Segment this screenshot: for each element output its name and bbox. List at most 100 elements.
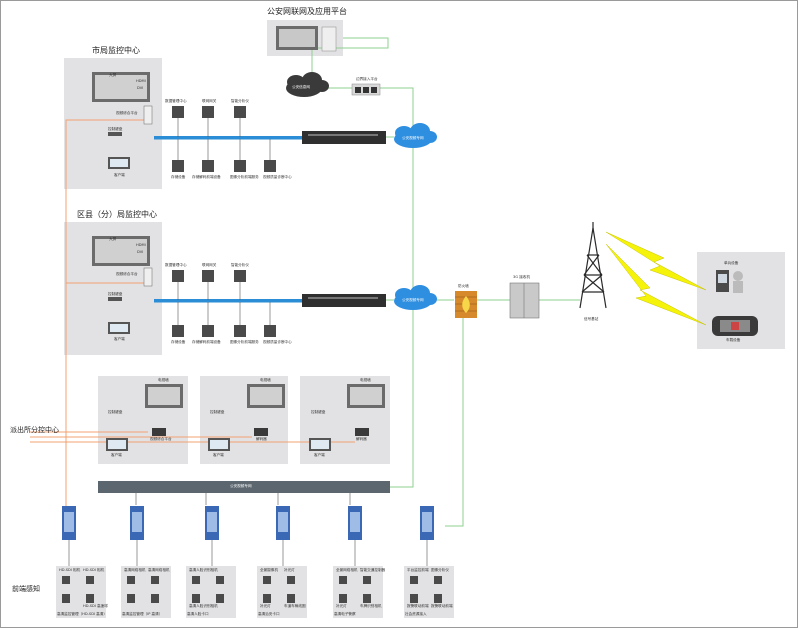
clouds bbox=[286, 72, 437, 310]
district-keyboard-label: 控制键盘 bbox=[108, 292, 123, 296]
frontend-group-1 bbox=[56, 566, 106, 618]
title-platform: 公安网联网及应用平台 bbox=[267, 7, 347, 16]
base-station-label: 信号基站 bbox=[584, 317, 599, 321]
frontend-links bbox=[68, 540, 428, 566]
frontend-group-2 bbox=[121, 566, 171, 618]
frontend-top-label-a: HD-SDI 相机 bbox=[59, 568, 81, 572]
frontend-top-label-a: 全景网络相机 bbox=[336, 568, 358, 572]
core-switches bbox=[302, 131, 386, 307]
tv-walls bbox=[92, 72, 153, 334]
cloud-video-private-label-2: 公安视频专网 bbox=[402, 298, 424, 302]
frontend-group-6 bbox=[404, 566, 454, 618]
title-frontend: 前端感知 bbox=[12, 585, 40, 593]
frontend-top-label-a: 高清网络相机 bbox=[124, 568, 146, 572]
station3-client-label: 客户端 bbox=[314, 453, 325, 457]
mobile-devices bbox=[712, 270, 758, 336]
frontend-caption: 高清人脸卡口 bbox=[187, 612, 209, 616]
frontend-bottom-label-a: 补光灯 bbox=[336, 604, 347, 608]
station1-client-label: 客户端 bbox=[111, 453, 122, 457]
city-connectors bbox=[177, 118, 271, 325]
district-storage-center-label: 数据管理中心 bbox=[165, 263, 187, 267]
station3-decoder-label: 解码器 bbox=[356, 437, 367, 441]
orange-links bbox=[30, 119, 355, 510]
frontend-top-label-b: 补光灯 bbox=[284, 568, 295, 572]
frontend-group-4 bbox=[257, 566, 307, 618]
video-net-bar bbox=[98, 481, 390, 493]
station2-tv-label: 电视墙 bbox=[260, 378, 271, 382]
city-integrated-platform-label: 视频综合平台 bbox=[116, 111, 138, 115]
frontend-top-label-a: 平台监控前端 bbox=[407, 568, 429, 572]
frontend-group-5 bbox=[333, 566, 383, 618]
green-links bbox=[311, 37, 580, 527]
station3-keyboard-label: 控制键盘 bbox=[311, 410, 326, 414]
city-client-label: 客户端 bbox=[114, 173, 125, 177]
frontend-caption: 高清治安卡口 bbox=[258, 612, 280, 616]
frontend-top-label-b: 智能交通控制器 bbox=[360, 568, 386, 572]
title-station-center: 派出所分控中心 bbox=[10, 426, 59, 434]
frontend-switches bbox=[62, 506, 434, 540]
firewall-label: 防火墙 bbox=[458, 284, 469, 288]
3g-receiver-label: 3G 接收机 bbox=[513, 275, 530, 279]
frontend-bottom-label-a: 补光灯 bbox=[260, 604, 271, 608]
frontend-top-label-b: 高清网络相机 bbox=[148, 568, 170, 572]
district-hdmi-label: HDMI bbox=[136, 243, 146, 247]
frontend-bottom-label-b: 车道车辆线圈 bbox=[284, 604, 306, 608]
frontend-bottom-label-b: 报警联动前端 bbox=[431, 604, 453, 608]
frontend-caption: 高清监控管理（HD-SDI 高清） bbox=[57, 612, 107, 616]
frontend-top-label-b: 图像分析仪 bbox=[431, 568, 449, 572]
station2-client-label: 客户端 bbox=[213, 453, 224, 457]
platform-monitor bbox=[276, 26, 337, 52]
district-storage-label: 存储设备 bbox=[171, 340, 186, 344]
district-client-label: 客户端 bbox=[114, 337, 125, 341]
district-video-quality-label: 视频质量诊断中心 bbox=[263, 340, 292, 344]
city-decode-storage-label: 存储解码前端设备 bbox=[192, 175, 221, 179]
cloud-public-security-label: 公安信息网 bbox=[292, 85, 310, 89]
city-video-quality-label: 视频质量诊断中心 bbox=[263, 175, 292, 179]
station-devices bbox=[106, 384, 385, 451]
3g-receiver bbox=[509, 282, 540, 319]
district-gateway-label: 联网网关 bbox=[202, 263, 217, 267]
city-image-analysis-label: 图像分析前端服务 bbox=[230, 175, 259, 179]
city-tv-wall-label: 大屏 bbox=[109, 73, 117, 77]
city-dvi-label: DVI bbox=[137, 86, 144, 90]
city-storage-center-label: 数据管理中心 bbox=[165, 99, 187, 103]
firewall bbox=[455, 291, 477, 318]
frontend-bottom-label-b: HD-SDI 高速球 bbox=[83, 604, 108, 608]
frontend-top-label-a: 全景摄像机 bbox=[260, 568, 278, 572]
frontend-drops bbox=[135, 493, 351, 505]
frontend-bottom-label-b: 车牌识别相机 bbox=[360, 604, 382, 608]
vehicle-device-label: 车载设备 bbox=[726, 338, 741, 342]
city-devices bbox=[172, 106, 276, 337]
frontend-bottom-label-a: 高清人脸识别相机 bbox=[189, 604, 218, 608]
access-platform-devices bbox=[351, 83, 381, 96]
video-net-label: 公安视频专网 bbox=[230, 484, 252, 488]
station2-keyboard-label: 控制键盘 bbox=[210, 410, 225, 414]
district-integrated-platform-label: 视频综合平台 bbox=[116, 272, 138, 276]
frontend-group-3 bbox=[186, 566, 236, 618]
station1-tv-label: 电视墙 bbox=[158, 378, 169, 382]
city-storage-label: 存储设备 bbox=[171, 175, 186, 179]
station1-keyboard-label: 控制键盘 bbox=[108, 410, 123, 414]
district-analysis-label: 智能分析仪 bbox=[231, 263, 249, 267]
district-tv-wall-label: 大屏 bbox=[109, 237, 117, 241]
city-keyboard-label: 控制键盘 bbox=[108, 127, 123, 131]
station2-decoder-label: 解码器 bbox=[256, 437, 267, 441]
station1-platform-label: 视频综合平台 bbox=[150, 437, 172, 441]
cloud-video-private-label-1: 公安视频专网 bbox=[402, 136, 424, 140]
frontend-top-label-a: 高清人脸识别相机 bbox=[189, 568, 218, 572]
frontend-bottom-label-a: 报警联动前端 bbox=[407, 604, 429, 608]
district-image-analysis-label: 图像分析前端服务 bbox=[230, 340, 259, 344]
base-station-tower bbox=[579, 222, 607, 309]
frontend-caption: 社会资源接入 bbox=[405, 612, 427, 616]
frontend-caption: 高清电子警察 bbox=[334, 612, 356, 616]
frontend-cameras bbox=[62, 576, 442, 603]
city-hdmi-label: HDMI bbox=[136, 79, 146, 83]
station3-tv-label: 电视墙 bbox=[360, 378, 371, 382]
access-platform-label: 边界接入平台 bbox=[356, 77, 378, 81]
wireless-bolts bbox=[605, 231, 707, 326]
frontend-caption: 高清监控管理（IP 高清） bbox=[122, 612, 163, 616]
frontend-top-label-b: HD-SDI 相机 bbox=[83, 568, 105, 572]
individual-device-label: 单兵设备 bbox=[724, 261, 739, 265]
district-dvi-label: DVI bbox=[137, 250, 144, 254]
